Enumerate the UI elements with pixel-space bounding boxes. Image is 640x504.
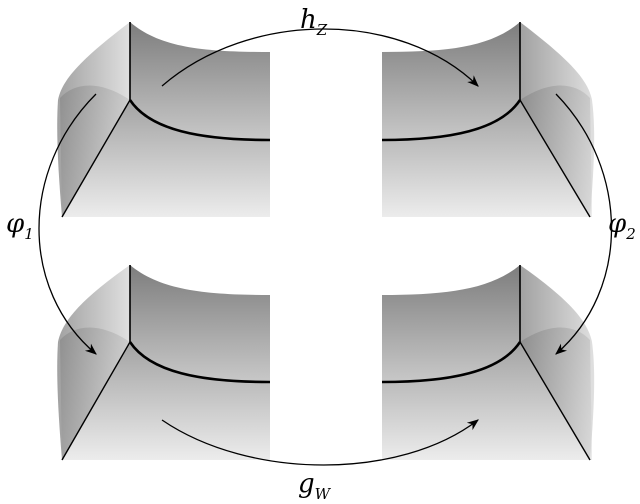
label-right: φ2 <box>608 209 636 243</box>
label-top: hZ <box>300 5 328 39</box>
label-left: φ1 <box>6 209 34 243</box>
label-left-sub: 1 <box>24 225 34 243</box>
label-bottom-sub: W <box>315 485 332 503</box>
label-right-sub: 2 <box>625 225 636 243</box>
arrow-right <box>555 93 613 355</box>
surface-bottom-left <box>57 265 271 461</box>
label-left-base: φ <box>6 209 25 239</box>
label-top-base: h <box>300 5 317 35</box>
label-bottom: gW <box>298 469 332 503</box>
surface-top-left <box>57 22 271 218</box>
arrow-left <box>38 93 97 355</box>
label-right-base: φ <box>608 209 627 239</box>
arrow-top <box>161 28 479 87</box>
surface-top-right <box>381 22 595 218</box>
surface-bottom-right <box>381 265 595 461</box>
arrow-bottom <box>161 419 479 466</box>
label-bottom-base: g <box>298 469 315 499</box>
label-top-sub: Z <box>316 21 328 39</box>
